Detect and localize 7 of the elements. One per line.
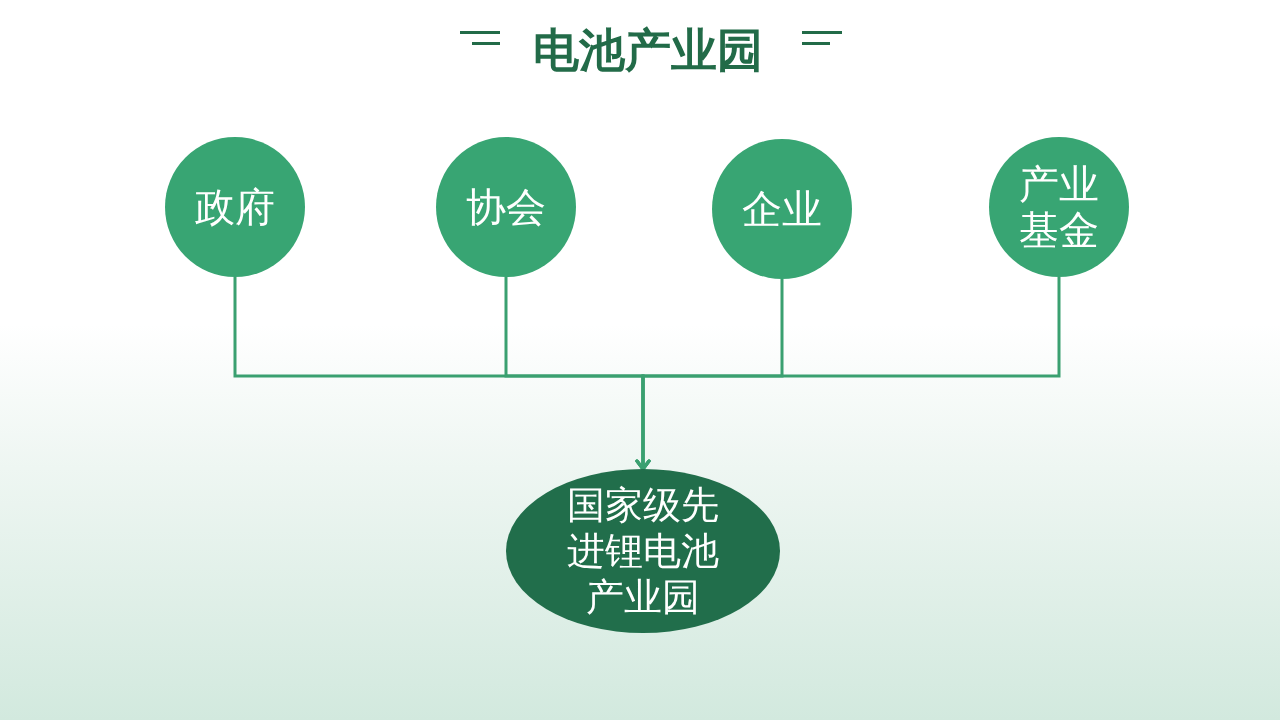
title: 电池产业园 [533,23,763,78]
circle-node: 协会 [436,137,576,277]
circle-node: 政府 [165,137,305,277]
connector-arrow [635,277,1061,471]
ellipse-node: 国家级先进锂电池产业园 [506,469,780,633]
circle-node: 企业 [712,139,852,279]
circle-node: 产业基金 [989,137,1129,277]
